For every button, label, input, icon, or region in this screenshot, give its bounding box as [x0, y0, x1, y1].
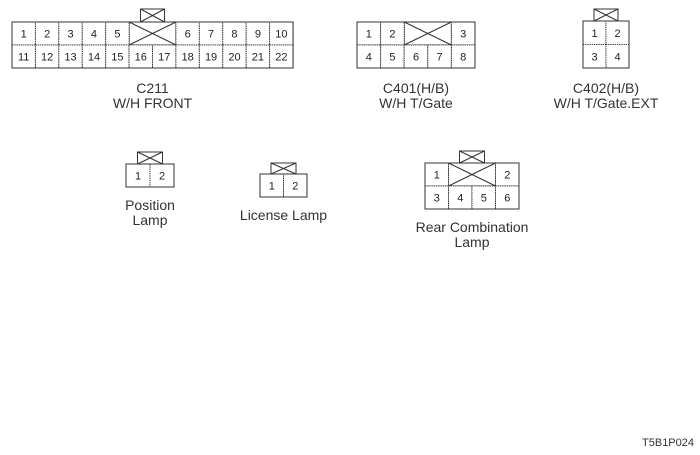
- pin-number: 20: [228, 52, 240, 64]
- pin-cell: [403, 44, 429, 69]
- pin-number: 15: [111, 52, 123, 64]
- pin-number: 6: [504, 193, 510, 205]
- pin-number: 5: [389, 52, 395, 64]
- pin-number: 7: [437, 52, 443, 64]
- pin-number: 3: [460, 29, 466, 41]
- connector-name: Position: [125, 197, 175, 213]
- pin-number: 4: [366, 52, 372, 64]
- pin-number: 2: [389, 29, 395, 41]
- blank-cavity-cross-b: [128, 21, 177, 46]
- pin-number: 13: [64, 52, 76, 64]
- figure-code: T5B1P024: [642, 437, 694, 449]
- connector-name: C211: [136, 80, 169, 96]
- connector-outline: [582, 20, 630, 69]
- pin-number: 2: [504, 170, 510, 182]
- pin-number: 19: [205, 52, 217, 64]
- connector-description: W/H T/Gate.EXT: [554, 95, 659, 111]
- pin-number: 6: [185, 29, 191, 41]
- connector-outline: [11, 21, 294, 69]
- connector-key-tab-cross-b: [270, 162, 297, 175]
- pin-number: 4: [457, 193, 463, 205]
- pin-number: 2: [614, 28, 620, 40]
- pin-number: 8: [231, 29, 237, 41]
- pin-number: 1: [135, 171, 141, 183]
- connector-outline: [259, 173, 308, 198]
- pin-number: 4: [91, 29, 97, 41]
- pin-number: 22: [275, 52, 287, 64]
- pin-number: 1: [434, 170, 440, 182]
- pin-number: 17: [158, 52, 170, 64]
- connector-key-tab-cross-b: [593, 8, 619, 22]
- pin-number: 18: [182, 52, 194, 64]
- connector-key-tab-cross-b: [137, 151, 163, 165]
- blank-cavity-cross-b: [403, 21, 452, 46]
- pin-number: 14: [88, 52, 100, 64]
- pin-number: 16: [135, 52, 147, 64]
- pin-number: 5: [114, 29, 120, 41]
- pin-number: 2: [44, 29, 50, 41]
- pin-cell: [427, 44, 452, 69]
- pin-cell: [450, 44, 476, 69]
- pin-number: 6: [413, 52, 419, 64]
- connector-description: W/H FRONT: [113, 95, 193, 111]
- connector-outline: [424, 162, 520, 210]
- pin-number: 21: [252, 52, 264, 64]
- connector-description: Lamp: [454, 234, 489, 250]
- connector-description: W/H T/Gate: [379, 95, 453, 111]
- pin-number: 1: [591, 28, 597, 40]
- pin-number: 11: [18, 52, 29, 64]
- connector-outline: [125, 163, 175, 188]
- connector-description: Lamp: [132, 212, 167, 228]
- pin-number: 3: [591, 51, 597, 63]
- pin-number: 2: [292, 181, 298, 193]
- pin-cell: [380, 44, 405, 69]
- connector-key-tab-cross-b: [459, 150, 485, 164]
- pin-number: 12: [41, 52, 53, 64]
- pin-number: 4: [614, 51, 620, 63]
- pin-number: 5: [481, 193, 487, 205]
- blank-cavity-cross-b: [448, 162, 496, 187]
- connector-name: Rear Combination: [416, 219, 529, 235]
- pin-number: 3: [67, 29, 73, 41]
- pin-number: 10: [275, 29, 287, 41]
- pin-number: 7: [208, 29, 214, 41]
- pin-number: 9: [255, 29, 261, 41]
- connector-name: License Lamp: [240, 207, 327, 223]
- connector-name: C401(H/B): [383, 80, 449, 96]
- connector-outline: [356, 21, 476, 69]
- pin-number: 1: [21, 29, 27, 41]
- pin-number: 1: [366, 29, 372, 41]
- pin-number: 3: [434, 193, 440, 205]
- connector-name: C402(H/B): [573, 80, 639, 96]
- pin-number: 8: [460, 52, 466, 64]
- pin-number: 1: [269, 181, 275, 193]
- pin-number: 2: [159, 171, 165, 183]
- connector-key-tab-cross-b: [140, 8, 165, 23]
